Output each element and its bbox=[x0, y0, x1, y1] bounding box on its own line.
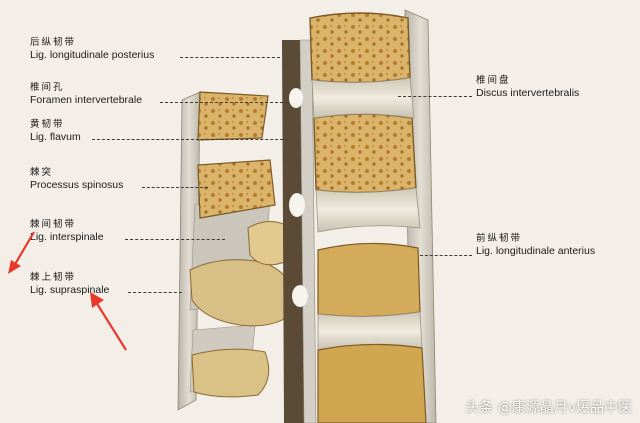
label-latin: Lig. flavum bbox=[30, 130, 81, 143]
label-cn: 棘间韧带 bbox=[30, 219, 77, 230]
leader-interspinous-ligament bbox=[125, 239, 225, 240]
foramen-upper bbox=[289, 88, 303, 108]
vertebral-body-4 bbox=[317, 343, 427, 423]
label-spinous-process: 棘突 Processus spinosus bbox=[30, 168, 123, 191]
leader-supraspinous-ligament bbox=[128, 292, 182, 293]
label-cn: 棘突 bbox=[30, 167, 54, 178]
label-latin: Lig. interspinale bbox=[30, 230, 104, 243]
leader-anterior-longitudinal-ligament bbox=[420, 255, 472, 256]
label-ligamentum-flavum: 黄韧带 Lig. flavum bbox=[30, 120, 81, 143]
intervertebral-disc-2 bbox=[315, 187, 421, 233]
label-cn: 椎间盘 bbox=[476, 75, 511, 86]
intervertebral-disc-1 bbox=[311, 77, 415, 119]
label-cn: 棘上韧带 bbox=[30, 272, 77, 283]
lower-spinous-process bbox=[191, 348, 270, 398]
label-cn: 黄韧带 bbox=[30, 119, 65, 130]
label-supraspinous-ligament: 棘上韧带 Lig. supraspinale bbox=[30, 273, 109, 296]
leader-spinous-process bbox=[142, 187, 208, 188]
spinous-process-middle bbox=[197, 159, 276, 219]
label-intervertebral-disc: 椎间盘 Discus intervertebralis bbox=[476, 76, 579, 99]
foramen-lower bbox=[292, 285, 308, 307]
label-cn: 后纵韧带 bbox=[30, 37, 77, 48]
leader-intervertebral-disc bbox=[398, 96, 472, 97]
label-latin: Lig. longitudinale posterius bbox=[30, 48, 155, 61]
label-latin: Foramen intervertebrale bbox=[30, 93, 143, 106]
label-cn: 前纵韧带 bbox=[476, 233, 523, 244]
foramen-mid bbox=[289, 193, 305, 217]
label-latin: Lig. supraspinale bbox=[30, 283, 110, 296]
leader-intervertebral-foramen bbox=[160, 102, 288, 103]
leader-posterior-longitudinal-ligament bbox=[180, 57, 280, 58]
spinous-process-upper bbox=[197, 91, 269, 141]
watermark: 头条 @康源晶月v爆品中医 bbox=[465, 400, 632, 416]
vertebral-body-3 bbox=[317, 242, 421, 318]
label-posterior-longitudinal-ligament: 后纵韧带 Lig. longitudinale posterius bbox=[30, 38, 154, 61]
vertebral-body-1 bbox=[309, 12, 411, 84]
vertebral-body-2 bbox=[313, 113, 417, 194]
label-anterior-longitudinal-ligament: 前纵韧带 Lig. longitudinale anterius bbox=[476, 234, 595, 257]
spinal-canal bbox=[282, 40, 304, 423]
red-arrow-supraspinous bbox=[90, 292, 127, 351]
label-latin: Discus intervertebralis bbox=[476, 86, 580, 99]
label-interspinous-ligament: 棘间韧带 Lig. interspinale bbox=[30, 220, 104, 243]
label-latin: Processus spinosus bbox=[30, 178, 124, 191]
leader-ligamentum-flavum bbox=[92, 139, 288, 140]
label-latin: Lig. longitudinale anterius bbox=[476, 244, 596, 257]
label-cn: 椎间孔 bbox=[30, 82, 65, 93]
label-intervertebral-foramen: 椎间孔 Foramen intervertebrale bbox=[30, 83, 142, 106]
red-arrow-interspinous bbox=[8, 231, 35, 274]
